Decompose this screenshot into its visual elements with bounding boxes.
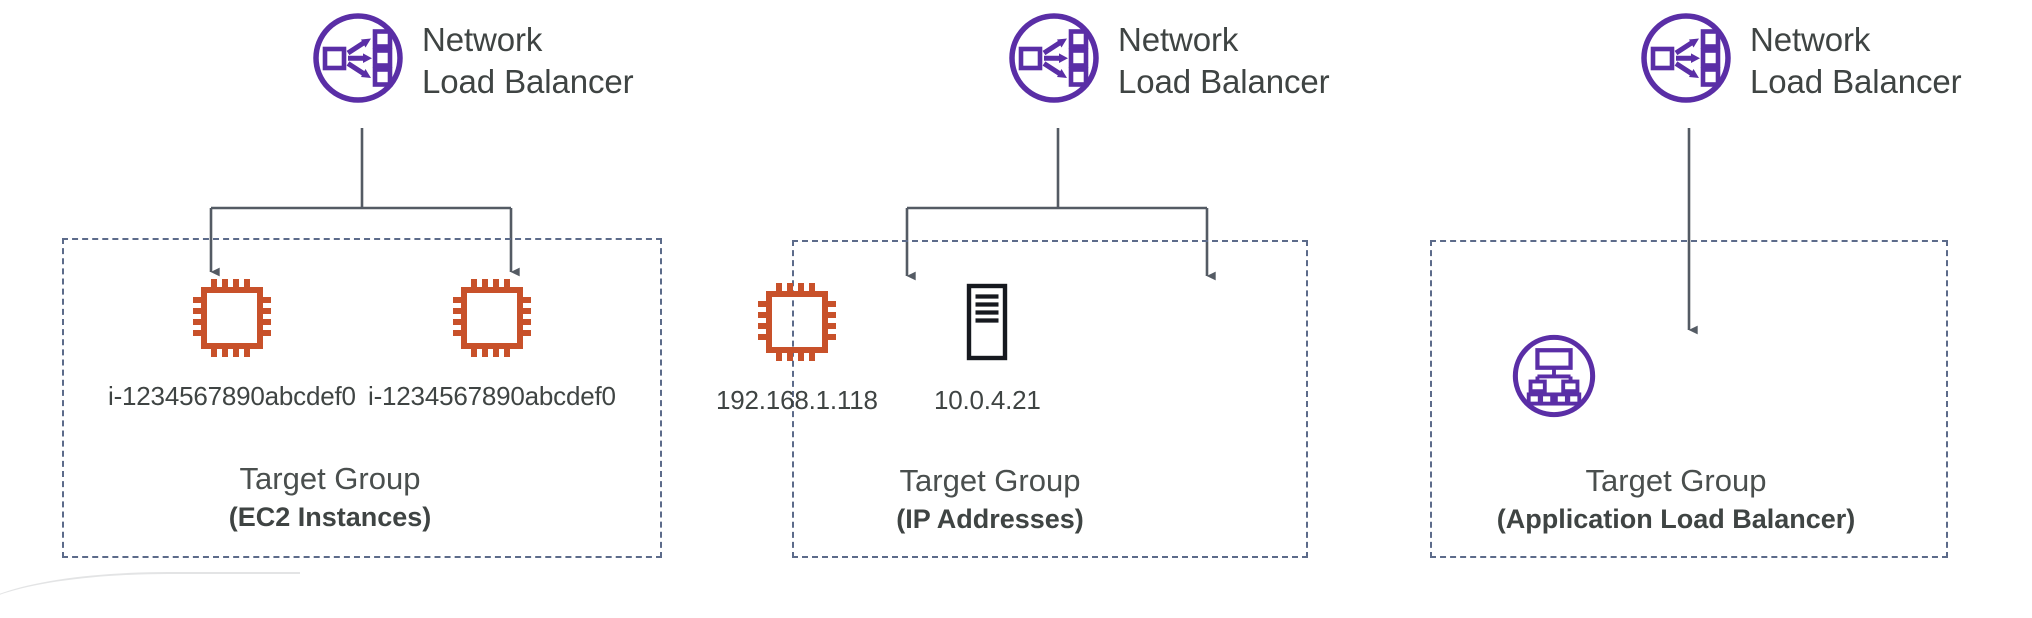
- network-load-balancer-icon: [308, 8, 408, 113]
- application-load-balancer-icon: [1508, 330, 1600, 427]
- target-group-box-application-load-balancer: [1430, 240, 1948, 558]
- nlb-label-line-2: Load Balancer: [1750, 62, 1962, 100]
- nlb-label-line-2: Load Balancer: [1118, 62, 1330, 100]
- target-node-label: 10.0.4.21: [934, 385, 1041, 415]
- target-node-ec2-a: i-1234567890abcdef0: [108, 268, 356, 412]
- target-group-subtitle: (Application Load Balancer): [1496, 503, 1856, 534]
- target-group-subtitle: (EC2 Instances): [228, 501, 432, 532]
- target-group-title: Target Group: [1585, 463, 1767, 498]
- network-load-balancer-icon: [1636, 8, 1736, 113]
- target-group-caption-application-load-balancer: Target Group (Application Load Balancer): [1320, 462, 2032, 537]
- target-node-ec2-b: i-1234567890abcdef0: [368, 268, 616, 412]
- target-group-title: Target Group: [239, 461, 421, 496]
- target-node-label: 192.168.1.118: [716, 385, 878, 415]
- ec2-instance-icon: [442, 268, 542, 373]
- target-group-caption-ip-addresses: Target Group (IP Addresses): [660, 462, 1320, 537]
- nlb-label-line-2: Load Balancer: [422, 62, 634, 100]
- ec2-instance-icon: [182, 268, 282, 373]
- nlb-label-line-1: Network: [1750, 20, 1871, 58]
- target-node-alb: [1508, 330, 1600, 435]
- server-icon: [937, 272, 1037, 377]
- nlb-label-line-1: Network: [422, 20, 543, 58]
- target-group-box-ec2-instances: [62, 238, 662, 558]
- target-node-ip-a: 192.168.1.118: [716, 272, 878, 416]
- network-load-balancer-icon: [1004, 8, 1104, 113]
- target-group-box-ip-addresses: [792, 240, 1308, 558]
- target-node-label: i-1234567890abcdef0: [108, 381, 356, 411]
- target-group-subtitle: (IP Addresses): [896, 503, 1084, 534]
- target-node-ip-b: 10.0.4.21: [934, 272, 1041, 416]
- target-group-title: Target Group: [899, 463, 1081, 498]
- nlb-label-line-1: Network: [1118, 20, 1239, 58]
- target-group-caption-ec2-instances: Target Group (EC2 Instances): [0, 460, 660, 535]
- target-node-label: i-1234567890abcdef0: [368, 381, 616, 411]
- ec2-instance-icon: [747, 272, 847, 377]
